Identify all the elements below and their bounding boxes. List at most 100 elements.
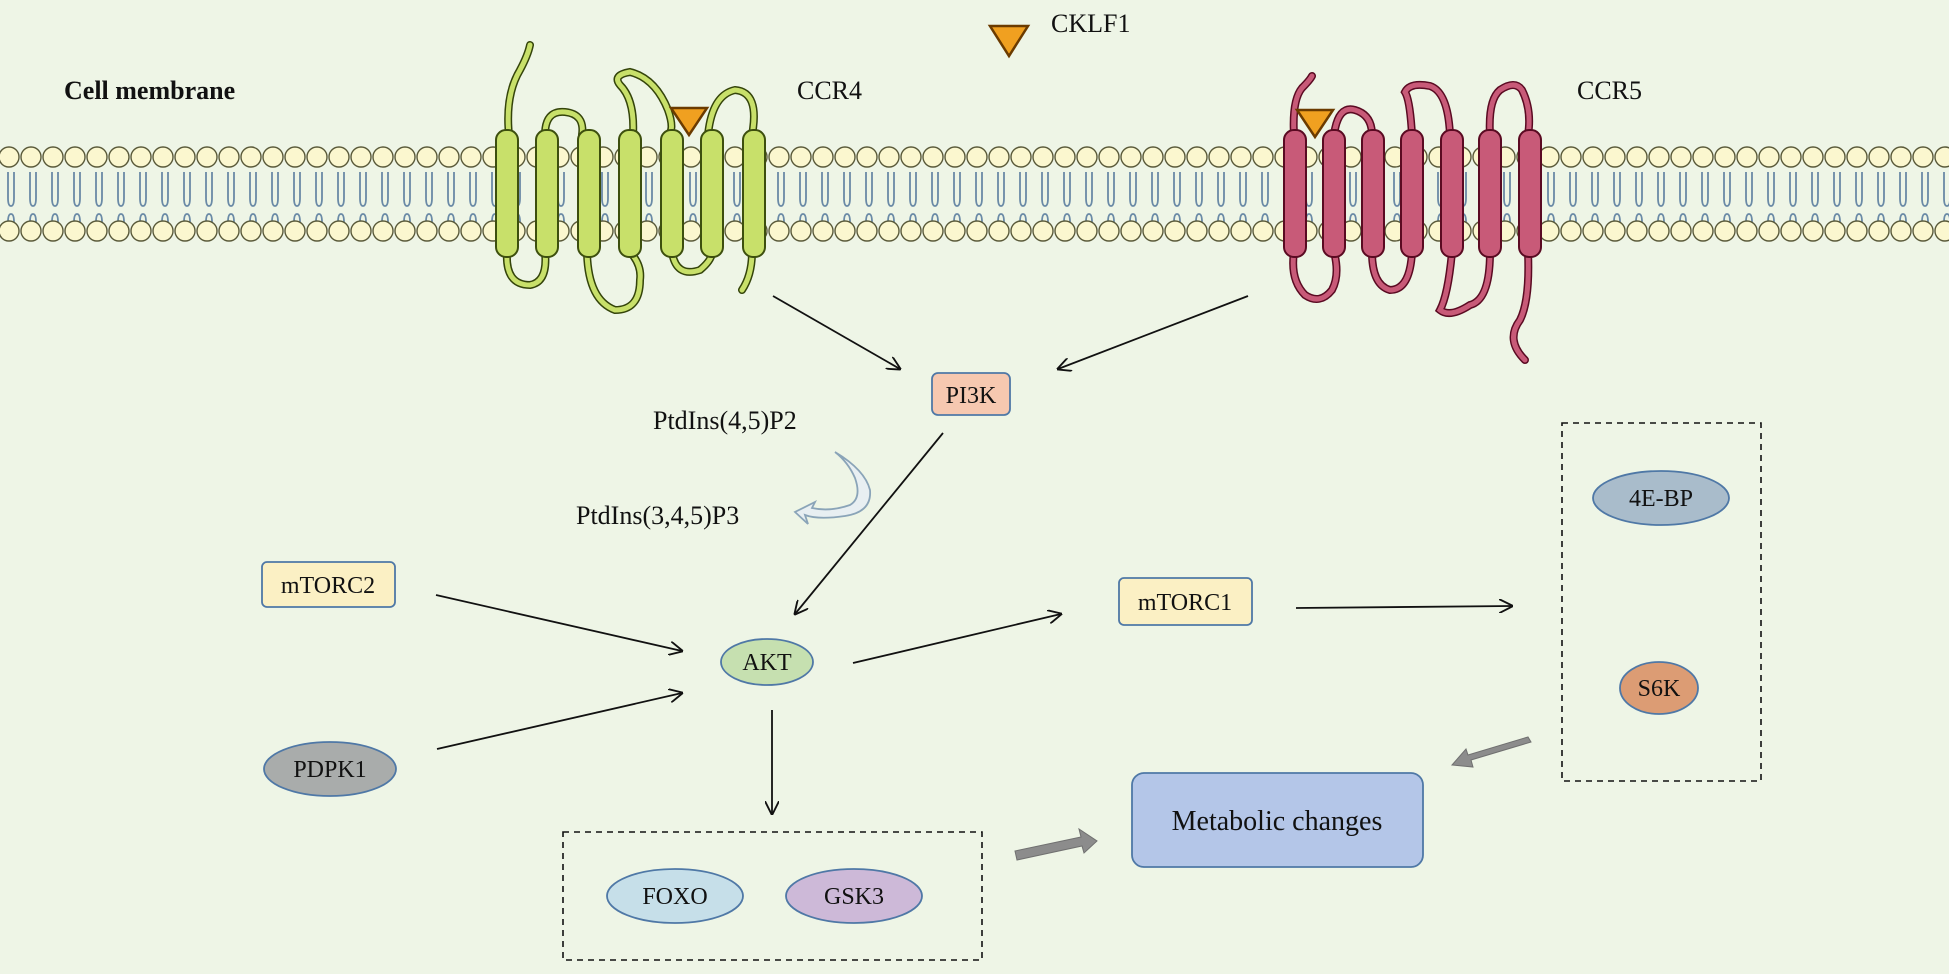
lipid-head [284,220,306,242]
lipid-head [1714,220,1736,242]
lipid-head [1890,146,1912,168]
mtorc1-node: mTORC1 [1118,577,1253,626]
lipid-head [1164,220,1186,242]
arrow-mtorc1-to-effectors [1295,606,1512,608]
lipid-head [790,146,812,168]
lipid-head [1582,146,1604,168]
4ebp-node: 4E-BP [1592,470,1730,526]
cklf1-ligand-icon [987,24,1031,59]
lipid-head [1736,146,1758,168]
lipid-bilayer [0,146,1949,242]
lipid-head [1780,220,1802,242]
lipid-head [768,146,790,168]
arrow-pi3k-to-akt [795,432,944,614]
lipid-head [834,220,856,242]
lipid-head [0,146,20,168]
pip3-label: PtdIns(3,4,5)P3 [576,501,739,530]
lipid-head [328,146,350,168]
lipid-head [1714,146,1736,168]
pip2-label: PtdIns(4,5)P2 [653,406,797,435]
lipid-head [856,220,878,242]
lipid-head [372,220,394,242]
lipid-head [1076,220,1098,242]
mtorc2-label: mTORC2 [281,573,375,599]
lipid-head [20,220,42,242]
foxo-label: FOXO [642,884,707,910]
ccr5-label: CCR5 [1577,76,1642,105]
conversion-arrow [793,451,871,525]
lipid-head [306,146,328,168]
arrow-targets-to-metabolic [1014,827,1098,861]
s6k-label: S6K [1638,676,1681,702]
lipid-head [1604,146,1626,168]
lipid-head [130,146,152,168]
lipid-head [1912,220,1934,242]
lipid-head [944,146,966,168]
lipid-head [1736,220,1758,242]
lipid-head [1142,146,1164,168]
lipid-head [922,220,944,242]
lipid-head [1208,146,1230,168]
lipid-head [1230,220,1252,242]
mtorc1-label: mTORC1 [1138,590,1232,616]
arrow-pdpk1-to-akt [436,693,682,750]
lipid-head [1208,220,1230,242]
ccr5-helix [1400,129,1424,258]
lipid-head [350,220,372,242]
lipid-head [1758,146,1780,168]
ccr5-bound-cklf1-icon [1294,108,1336,140]
lipid-head [416,146,438,168]
signal-arrows [435,295,1512,814]
ccr4-label: CCR4 [797,76,862,105]
ccr5-helix [1283,129,1307,258]
lipid-head [1098,220,1120,242]
ccr5-helix [1518,129,1542,258]
lipid-head [790,220,812,242]
lipid-head [966,146,988,168]
membrane-label: Cell membrane [64,76,235,105]
lipid-head [372,146,394,168]
lipid-head [1934,220,1949,242]
ccr4-helix [742,129,766,258]
ccr5-helix [1361,129,1385,258]
lipid-head [878,146,900,168]
lipid-head [1802,220,1824,242]
lipid-head [174,146,196,168]
lipid-heads-bottom [0,220,1949,242]
lipid-head [1780,146,1802,168]
lipid-head [1120,146,1142,168]
lipid-head [988,220,1010,242]
4ebp-label: 4E-BP [1629,486,1693,512]
lipid-head [1230,146,1252,168]
metabolic-changes-label: Metabolic changes [1172,806,1383,837]
lipid-head [152,220,174,242]
lipid-head [196,146,218,168]
lipid-head [1626,220,1648,242]
lipid-head [1186,146,1208,168]
lipid-head [878,220,900,242]
pdpk1-node: PDPK1 [263,741,397,797]
lipid-head [1648,220,1670,242]
lipid-heads-top [0,146,1949,168]
lipid-head [394,146,416,168]
lipid-head [394,220,416,242]
lipid-head [1032,146,1054,168]
lipid-head [1120,220,1142,242]
lipid-head [1846,220,1868,242]
lipid-head [1868,220,1890,242]
lipid-head [1824,146,1846,168]
ccr4-helix [618,129,642,258]
lipid-head [64,146,86,168]
lipid-head [900,220,922,242]
lipid-head [42,220,64,242]
metabolic-changes-node: Metabolic changes [1131,772,1424,868]
lipid-head [460,220,482,242]
lipid-head [1890,220,1912,242]
lipid-head [196,220,218,242]
lipid-head [416,220,438,242]
lipid-head [1692,146,1714,168]
lipid-head [86,146,108,168]
lipid-head [1032,220,1054,242]
foxo-gsk3-group [562,831,983,961]
